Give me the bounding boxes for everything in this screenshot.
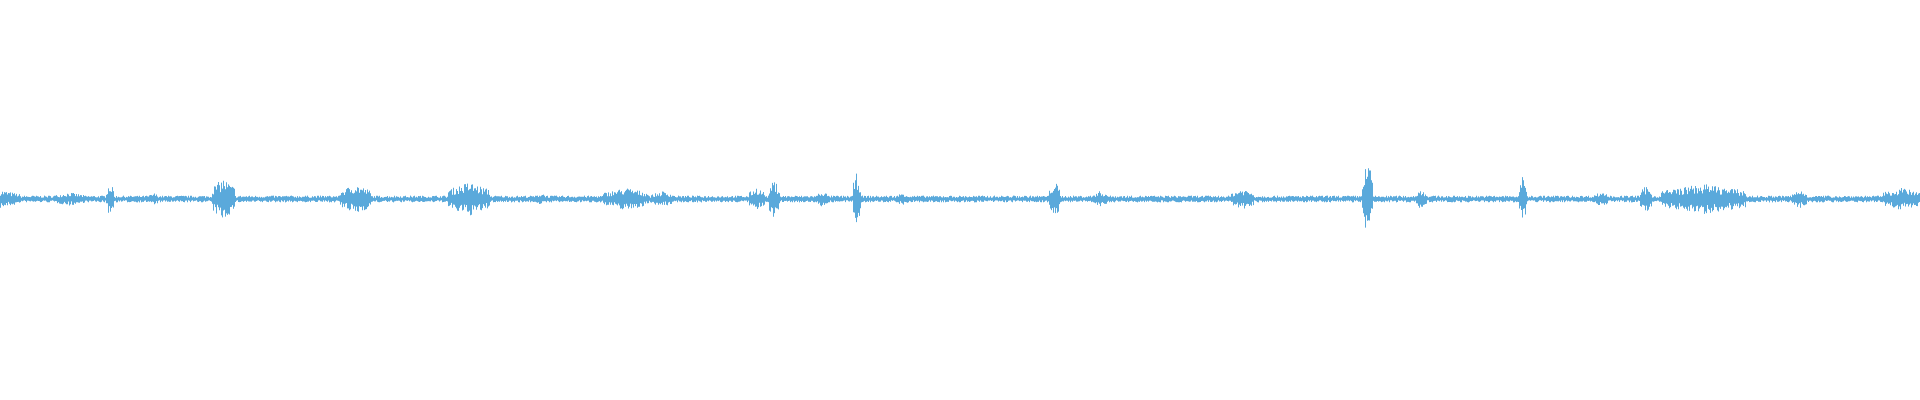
waveform-trace [0, 168, 1920, 228]
